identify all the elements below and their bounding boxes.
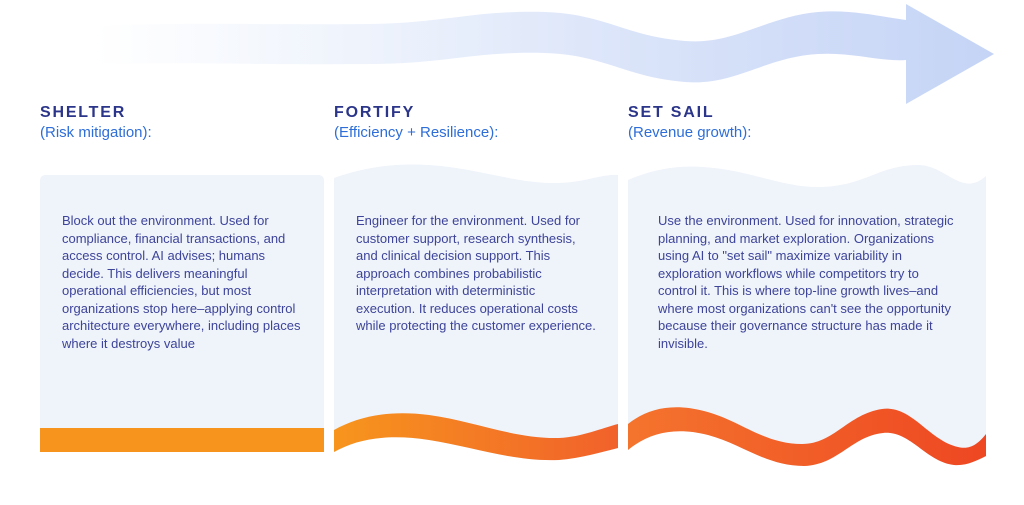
- column-shelter: SHELTER (Risk mitigation): Block out the…: [40, 104, 324, 470]
- shelter-accent-bar: [40, 428, 324, 452]
- set-sail-header: SET SAIL (Revenue growth):: [628, 104, 986, 160]
- shelter-header: SHELTER (Risk mitigation):: [40, 104, 324, 160]
- set-sail-body: Use the environment. Used for innovation…: [658, 213, 954, 351]
- shelter-subtitle: (Risk mitigation):: [40, 124, 152, 141]
- fortify-body: Engineer for the environment. Used for c…: [356, 213, 596, 333]
- shelter-card: Block out the environment. Used for comp…: [40, 160, 324, 470]
- column-fortify: FORTIFY (Efficiency + Resilience): Engin…: [334, 104, 618, 470]
- fortify-card: Engineer for the environment. Used for c…: [334, 160, 618, 470]
- set-sail-accent-wave: [628, 407, 986, 466]
- columns-row: SHELTER (Risk mitigation): Block out the…: [40, 104, 986, 470]
- fortify-card-shape: [334, 164, 618, 461]
- fortify-header: FORTIFY (Efficiency + Resilience):: [334, 104, 618, 160]
- set-sail-subtitle: (Revenue growth):: [628, 124, 752, 141]
- fortify-subtitle: (Efficiency + Resilience):: [334, 124, 499, 141]
- set-sail-title: SET SAIL: [628, 104, 715, 121]
- fortify-accent-wave: [334, 413, 618, 461]
- set-sail-card-shape: [628, 165, 986, 466]
- shelter-card-shape: [40, 175, 324, 452]
- shelter-body: Block out the environment. Used for comp…: [62, 213, 301, 351]
- shelter-title: SHELTER: [40, 104, 127, 121]
- fortify-title: FORTIFY: [334, 104, 416, 121]
- growth-arrow: [0, 0, 1024, 112]
- column-set-sail: SET SAIL (Revenue growth): Use the envir…: [628, 104, 986, 470]
- set-sail-card: Use the environment. Used for innovation…: [628, 160, 986, 470]
- growth-arrow-icon: [95, 4, 994, 104]
